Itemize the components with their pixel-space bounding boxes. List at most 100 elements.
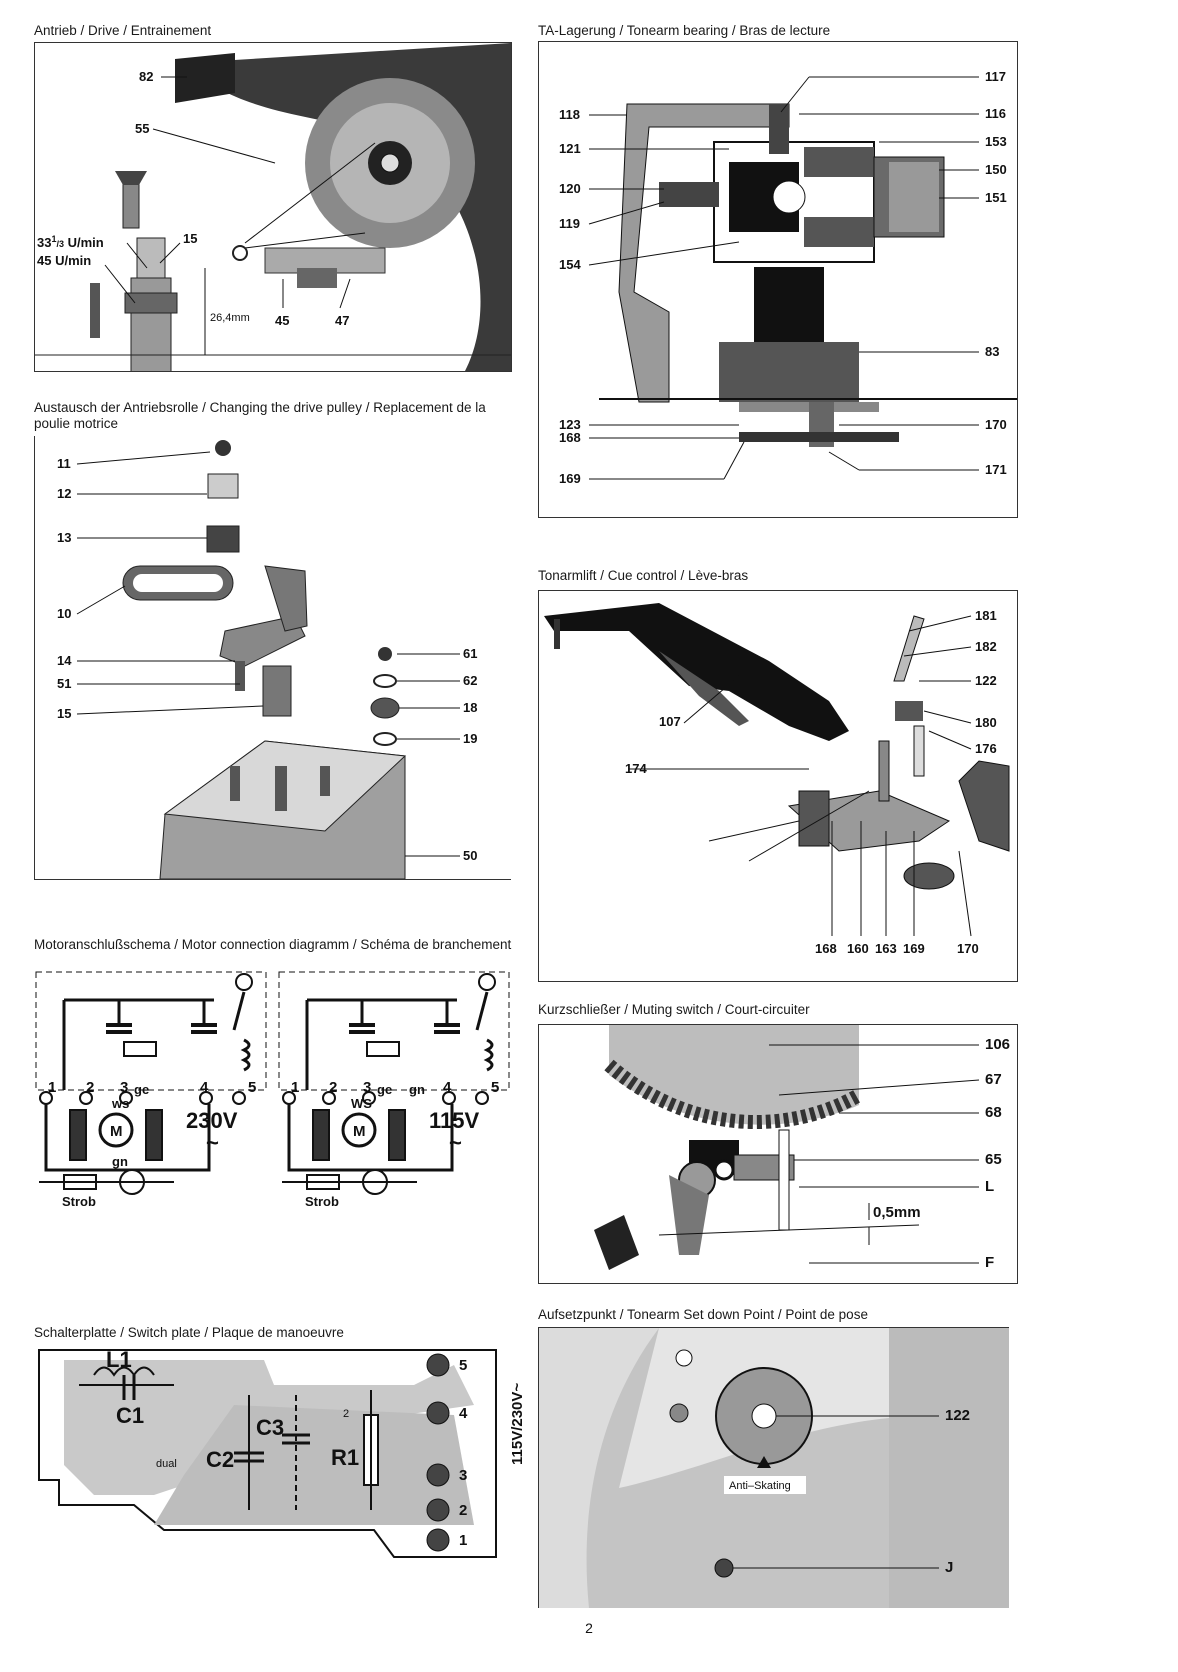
cue-label-181: 181 bbox=[975, 608, 997, 623]
pulley-illustration: 11 12 13 10 14 51 15 61 62 18 19 50 bbox=[57, 440, 477, 879]
setdown-caption: Aufsetzpunkt / Tonearm Set down Point / … bbox=[538, 1307, 868, 1322]
muting-label-106: 106 bbox=[985, 1036, 1010, 1053]
drive-label-15: 15 bbox=[183, 231, 197, 246]
motor-230-m: M bbox=[110, 1123, 123, 1140]
motor-230-tilde: ~ bbox=[206, 1130, 219, 1155]
drive-caption: Antrieb / Drive / Entrainement bbox=[34, 23, 212, 38]
muting-label-67: 67 bbox=[985, 1071, 1002, 1088]
cue-label-168: 168 bbox=[815, 941, 837, 956]
cue-label-122: 122 bbox=[975, 673, 997, 688]
muting-label-L: L bbox=[985, 1178, 994, 1195]
bearing-label-169: 169 bbox=[559, 471, 581, 486]
motor-115-ge: ge bbox=[377, 1082, 392, 1097]
motor-230-t5: 5 bbox=[248, 1079, 256, 1096]
motor-115-tilde: ~ bbox=[449, 1130, 462, 1155]
muting-caption: Kurzschließer / Muting switch / Court-ci… bbox=[538, 1002, 810, 1017]
muting-label-65: 65 bbox=[985, 1151, 1002, 1168]
switch-plate-caption: Schalterplatte / Switch plate / Plaque d… bbox=[34, 1325, 344, 1340]
motor-115-t2: 2 bbox=[329, 1079, 337, 1096]
pulley-label-11: 11 bbox=[57, 456, 71, 471]
setdown-illustration: 122 Anti–Skating J bbox=[539, 1328, 1009, 1608]
muting-label-gap: 0,5mm bbox=[873, 1204, 921, 1221]
drive-label-45: 45 bbox=[275, 313, 289, 328]
motor-115-voltage: 115V bbox=[429, 1108, 479, 1133]
switch-pin-4: 4 bbox=[459, 1405, 468, 1422]
bearing-label-118: 118 bbox=[559, 107, 580, 122]
motor-230-voltage: 230V bbox=[186, 1108, 238, 1133]
bearing-label-119: 119 bbox=[559, 216, 580, 231]
motor-230-ge: ge bbox=[134, 1082, 149, 1097]
cue-label-163: 163 bbox=[875, 941, 897, 956]
switch-pin-5: 5 bbox=[459, 1357, 467, 1374]
switch-label-c3: C3 bbox=[256, 1415, 284, 1440]
motor-230-t3: 3 bbox=[120, 1079, 128, 1096]
pulley-label-15: 15 bbox=[57, 706, 71, 721]
pulley-label-50: 50 bbox=[463, 848, 477, 863]
pulley-label-10: 10 bbox=[57, 606, 71, 621]
switch-label-small-2: 2 bbox=[343, 1408, 349, 1420]
motor-115-m: M bbox=[353, 1123, 366, 1140]
pulley-label-51: 51 bbox=[57, 676, 71, 691]
motor-diagram-115v-svg: 1 2 3 ge gn 4 5 WS M 115V ~ Strob bbox=[278, 971, 510, 1209]
pulley-label-19: 19 bbox=[463, 731, 477, 746]
motor-115-strob: Strob bbox=[305, 1194, 339, 1209]
page-number: 2 bbox=[585, 1620, 593, 1636]
switch-pin-1: 1 bbox=[459, 1532, 467, 1549]
cue-label-160: 160 bbox=[847, 941, 869, 956]
cue-figure: 181 182 122 107 180 176 174 168 160 163 … bbox=[538, 590, 1018, 982]
bearing-label-120: 120 bbox=[559, 181, 581, 196]
pulley-label-13: 13 bbox=[57, 530, 71, 545]
motor-caption: Motoranschlußschema / Motor connection d… bbox=[34, 937, 512, 952]
motor-diagram-230v-svg: 1 2 3 ge 4 5 ws M gn 230V ~ Strob bbox=[35, 971, 267, 1209]
pulley-label-61: 61 bbox=[463, 646, 477, 661]
motor-115-ws: WS bbox=[351, 1096, 372, 1111]
setdown-label-J: J bbox=[945, 1559, 953, 1576]
cue-label-180: 180 bbox=[975, 715, 997, 730]
motor-diagram-115v: 1 2 3 ge gn 4 5 WS M 115V ~ Strob bbox=[277, 970, 513, 1210]
setdown-label-anti-skating: Anti–Skating bbox=[729, 1480, 791, 1492]
motor-115-gn: gn bbox=[409, 1082, 425, 1097]
pulley-label-62: 62 bbox=[463, 673, 477, 688]
drive-label-rpm45: 45 U/min bbox=[37, 253, 91, 268]
bearing-illustration: 117 118 116 121 153 150 120 151 119 154 … bbox=[559, 69, 1017, 486]
cue-label-182: 182 bbox=[975, 639, 997, 654]
pulley-label-18: 18 bbox=[463, 700, 477, 715]
drive-label-rpm33: 331/3 U/min bbox=[37, 234, 104, 250]
muting-label-68: 68 bbox=[985, 1104, 1002, 1121]
drive-label-47: 47 bbox=[335, 313, 349, 328]
drive-label-dimension: 26,4mm bbox=[210, 312, 250, 324]
pulley-label-14: 14 bbox=[57, 653, 72, 668]
drive-figure: 82 55 331/3 U/min 45 U/min 15 26,4mm 45 … bbox=[34, 42, 512, 372]
bearing-label-154: 154 bbox=[559, 257, 581, 272]
bearing-label-150: 150 bbox=[985, 162, 1007, 177]
cue-label-170: 170 bbox=[957, 941, 979, 956]
switch-side-voltage: 115V/230V~ bbox=[509, 1383, 526, 1465]
setdown-figure: 122 Anti–Skating J bbox=[538, 1327, 1009, 1608]
motor-230-gn: gn bbox=[112, 1154, 128, 1169]
motor-115-t3: 3 bbox=[363, 1079, 371, 1096]
bearing-label-170: 170 bbox=[985, 417, 1007, 432]
drive-illustration: 82 55 331/3 U/min 45 U/min 15 26,4mm 45 … bbox=[35, 43, 511, 371]
motor-230-t4: 4 bbox=[200, 1079, 209, 1096]
muting-label-F: F bbox=[985, 1254, 994, 1271]
bearing-label-151: 151 bbox=[985, 190, 1007, 205]
switch-pin-3: 3 bbox=[459, 1467, 467, 1484]
motor-230-ws: ws bbox=[111, 1096, 129, 1111]
bearing-label-116: 116 bbox=[985, 106, 1006, 121]
cue-label-107: 107 bbox=[659, 714, 681, 729]
bearing-label-121: 121 bbox=[559, 141, 581, 156]
drive-label-55: 55 bbox=[135, 121, 149, 136]
switch-label-dual: dual bbox=[156, 1458, 177, 1470]
pulley-figure: 11 12 13 10 14 51 15 61 62 18 19 50 bbox=[34, 436, 511, 880]
switch-plate-figure: L1 C1 C2 C3 R1 2 dual 5 4 3 2 1 115V/230… bbox=[34, 1345, 544, 1560]
cue-label-169: 169 bbox=[903, 941, 925, 956]
bearing-label-123: 123 bbox=[559, 417, 581, 432]
switch-label-r1: R1 bbox=[331, 1445, 359, 1470]
bearing-label-83: 83 bbox=[985, 344, 999, 359]
bearing-label-168: 168 bbox=[559, 430, 581, 445]
cue-caption: Tonarmlift / Cue control / Lève-bras bbox=[538, 568, 749, 583]
bearing-caption: TA-Lagerung / Tonearm bearing / Bras de … bbox=[538, 23, 831, 38]
pulley-label-12: 12 bbox=[57, 486, 71, 501]
cue-illustration: 181 182 122 107 180 176 174 168 160 163 … bbox=[544, 603, 1010, 956]
cue-label-176: 176 bbox=[975, 741, 997, 756]
